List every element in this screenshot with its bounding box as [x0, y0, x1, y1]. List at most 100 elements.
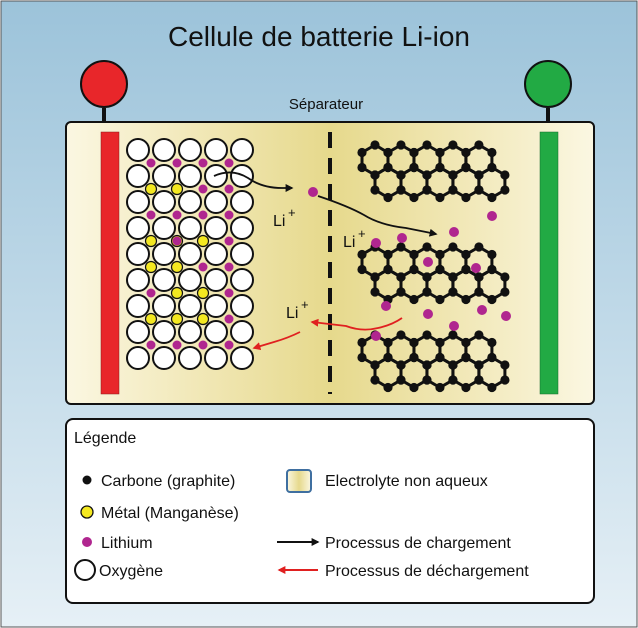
- carbon-atom: [396, 272, 406, 282]
- legend-title: Légende: [74, 430, 136, 447]
- svg-text:+: +: [288, 205, 296, 220]
- carbon-atom: [474, 242, 484, 252]
- carbon-atom: [422, 242, 432, 252]
- carbon-atom: [370, 140, 380, 150]
- carbon-atom: [357, 352, 367, 363]
- lithium-ion: [224, 288, 234, 298]
- carbon-atom: [422, 330, 432, 340]
- carbon-atom: [500, 185, 510, 195]
- carbon-atom: [435, 352, 445, 363]
- oxygen-atom: [152, 320, 176, 344]
- lithium-ion: [172, 158, 182, 168]
- carbon-atom: [370, 170, 380, 180]
- lithium-ion: [371, 331, 381, 341]
- lithium-ion: [487, 211, 497, 221]
- carbon-atom: [435, 162, 445, 173]
- lithium-ion: [371, 238, 381, 248]
- oxygen-atom: [204, 294, 228, 318]
- anode-collector: [539, 131, 559, 395]
- legend-charge-label: Processus de chargement: [325, 535, 511, 552]
- oxygen-circle-icon: [74, 559, 96, 581]
- graphite-sheet: [357, 330, 510, 393]
- carbon-atom: [448, 140, 458, 150]
- oxygen-atom: [178, 242, 202, 266]
- carbon-atom: [422, 272, 432, 282]
- metal-atom: [170, 312, 184, 326]
- carbon-atom: [357, 249, 367, 260]
- carbon-atom: [487, 162, 497, 173]
- lithium-ion: [172, 210, 182, 220]
- metal-dot-icon: [80, 505, 94, 519]
- carbon-atom: [370, 272, 380, 282]
- carbon-atom: [409, 294, 419, 305]
- carbon-atom: [370, 185, 380, 195]
- carbon-atom: [409, 337, 419, 348]
- carbon-atom: [500, 272, 510, 282]
- carbon-atom: [435, 264, 445, 275]
- legend-metal-label: Métal (Manganèse): [101, 505, 239, 522]
- metal-atom: [170, 260, 184, 274]
- legend: Légende Carbone (graphite) Métal (Mangan…: [65, 418, 595, 604]
- cathode-collector: [100, 131, 120, 395]
- svg-text:Li: Li: [286, 305, 298, 322]
- carbon-atom: [474, 360, 484, 370]
- carbon-atom: [357, 147, 367, 158]
- lithium-ion: [146, 288, 156, 298]
- lithium-ion: [449, 321, 459, 331]
- carbon-atom: [461, 352, 471, 363]
- carbon-atom: [500, 360, 510, 370]
- carbon-atom: [383, 249, 393, 260]
- lithium-ion: [501, 311, 511, 321]
- oxygen-atom: [230, 138, 254, 162]
- lithium-ion: [224, 158, 234, 168]
- svg-text:Li: Li: [273, 213, 285, 230]
- oxygen-atom: [126, 242, 150, 266]
- oxygen-atom: [230, 346, 254, 370]
- lithium-ion: [471, 263, 481, 273]
- carbon-atom: [474, 272, 484, 282]
- lithium-ion: [198, 262, 208, 272]
- carbon-atom: [435, 147, 445, 158]
- carbon-atom: [461, 294, 471, 305]
- lithium-ion: [224, 340, 234, 350]
- oxygen-atom: [230, 320, 254, 344]
- carbon-atom: [383, 352, 393, 363]
- ion-label-2: Li +: [343, 226, 366, 251]
- carbon-atom: [461, 249, 471, 260]
- carbon-atom: [448, 360, 458, 370]
- lithium-ion: [224, 184, 234, 194]
- carbon-atom: [422, 360, 432, 370]
- carbon-atom: [409, 162, 419, 173]
- carbon-atom: [448, 185, 458, 195]
- oxygen-atom: [178, 268, 202, 292]
- carbon-atom: [383, 337, 393, 348]
- carbon-atom: [409, 352, 419, 363]
- carbon-atom: [396, 170, 406, 180]
- oxygen-atom: [126, 346, 150, 370]
- carbon-atom: [383, 147, 393, 158]
- lithium-ion: [477, 305, 487, 315]
- oxygen-atom: [230, 190, 254, 214]
- legend-carbon-label: Carbone (graphite): [101, 473, 235, 490]
- graphite-sheet: [357, 140, 510, 203]
- anode-terminal: [524, 60, 572, 130]
- carbon-atom: [396, 360, 406, 370]
- metal-atom: [196, 234, 210, 248]
- oxygen-atom: [204, 268, 228, 292]
- carbon-atom: [383, 162, 393, 173]
- oxygen-atom: [178, 294, 202, 318]
- electrolyte-swatch-icon: [286, 469, 312, 493]
- carbon-atom: [422, 170, 432, 180]
- oxygen-atom: [178, 190, 202, 214]
- lithium-ion: [198, 158, 208, 168]
- carbon-atom: [461, 147, 471, 158]
- lithium-ion: [146, 158, 156, 168]
- svg-text:Li: Li: [343, 234, 355, 251]
- carbon-atom: [474, 185, 484, 195]
- oxygen-atom: [126, 216, 150, 240]
- legend-lithium-label: Lithium: [101, 535, 153, 552]
- carbon-atom: [461, 382, 471, 393]
- ion-label-3: Li +: [286, 297, 309, 322]
- discharge-arrow-2: [252, 331, 301, 350]
